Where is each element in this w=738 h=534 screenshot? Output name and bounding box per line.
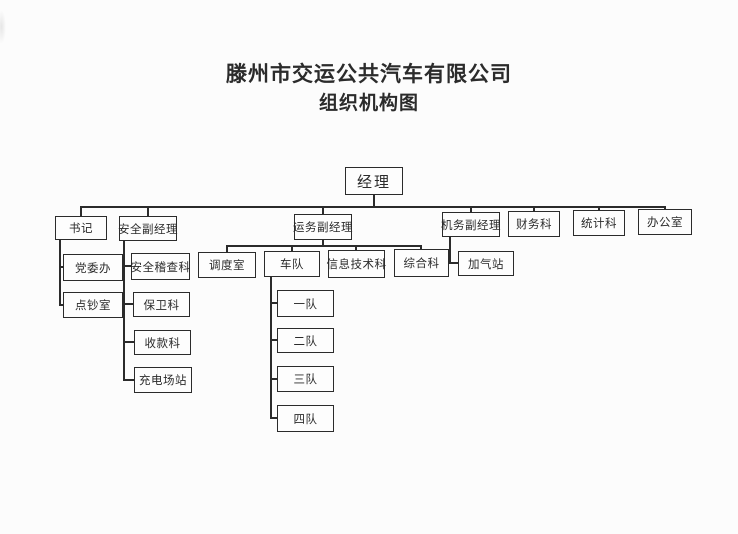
connector-line: [59, 304, 63, 306]
company-name: 滕州市交运公共汽车有限公司: [226, 62, 512, 86]
node-it-section: 信息技术科: [327, 250, 386, 278]
connector-line: [420, 247, 422, 249]
connector-line: [226, 247, 228, 252]
node-team-1: 一队: [277, 290, 334, 317]
connector-line: [664, 208, 666, 209]
scan-artifact: [0, 10, 6, 44]
node-team-2: 二队: [277, 328, 334, 353]
connector-line: [270, 302, 277, 304]
chart-subtitle: 组织机构图: [318, 93, 419, 114]
node-cash-counting-room: 点钞室: [63, 292, 123, 318]
node-fee-collection-section: 收款科: [134, 330, 191, 355]
connector-line: [123, 265, 131, 267]
node-gas-filling-station: 加气站: [458, 251, 514, 276]
connector-line: [270, 378, 277, 380]
node-team-3: 三队: [277, 366, 334, 392]
connector-line: [598, 208, 600, 210]
connector-line: [449, 262, 458, 264]
connector-line: [449, 237, 451, 264]
connector-line: [291, 247, 293, 251]
connector-line: [270, 339, 277, 341]
node-fleet: 车队: [264, 251, 320, 277]
node-party-committee-office: 党委办: [63, 254, 123, 281]
connector-line: [470, 208, 472, 212]
connector-line: [533, 208, 535, 211]
connector-line: [80, 206, 666, 208]
connector-line: [123, 341, 134, 343]
connector-line: [322, 208, 324, 214]
connector-line: [270, 277, 272, 419]
connector-line: [123, 379, 134, 381]
connector-line: [123, 303, 133, 305]
node-security-section: 保卫科: [133, 292, 190, 317]
connector-line: [373, 195, 375, 206]
node-mechanical-deputy-manager: 机务副经理: [441, 212, 501, 237]
connector-line: [147, 208, 149, 216]
chart-title: 滕州市交运公共汽车有限公司 组织机构图: [0, 62, 738, 114]
node-dispatch-room: 调度室: [198, 252, 256, 278]
node-statistics-section: 统计科: [573, 210, 625, 236]
connector-line: [123, 241, 125, 381]
connector-line: [59, 266, 63, 268]
node-manager: 经理: [345, 167, 403, 195]
node-charging-station: 充电场站: [134, 367, 192, 393]
node-finance-section: 财务科: [508, 211, 560, 237]
node-office: 办公室: [638, 209, 692, 235]
node-transport-deputy-manager: 运务副经理: [293, 214, 353, 240]
connector-line: [59, 240, 61, 306]
node-safety-deputy-manager: 安全副经理: [118, 216, 178, 241]
connector-line: [355, 247, 357, 250]
connector-line: [270, 417, 277, 419]
connector-line: [226, 245, 422, 247]
node-general-section: 综合科: [394, 249, 449, 277]
node-secretary: 书记: [55, 216, 107, 240]
node-team-4: 四队: [277, 405, 334, 432]
node-safety-inspection-section: 安全稽查科: [131, 253, 190, 280]
connector-line: [322, 240, 324, 246]
connector-line: [80, 208, 82, 216]
